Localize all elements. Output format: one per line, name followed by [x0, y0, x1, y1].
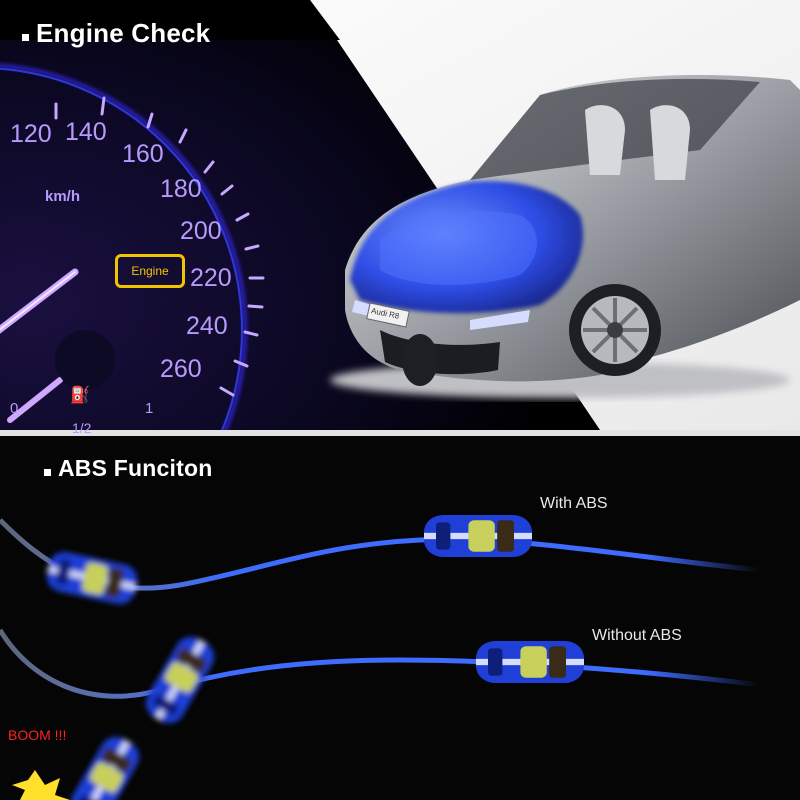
fuel-label-half: 1/2 [72, 420, 92, 436]
gauge-labels: 120 140 160 180 200 220 240 260 km/h Eng… [10, 118, 400, 436]
fuel-label-full: 1 [145, 400, 154, 417]
abs-heading: ABS Funciton [44, 455, 212, 482]
engine-check-title: Engine Check [36, 18, 211, 48]
speed-tick: 200 [180, 217, 222, 245]
car-with-abs [424, 515, 532, 557]
car-illustration [330, 75, 800, 398]
engine-warning-light: Engine [115, 254, 185, 288]
engine-light-label: Engine [131, 264, 169, 278]
boom-label: BOOM !!! [8, 727, 67, 743]
car-without-abs [476, 641, 584, 683]
speed-tick: 140 [65, 118, 107, 146]
fuel-label-empty: 0 [10, 400, 19, 417]
with-abs-label: With ABS [540, 495, 608, 512]
speedometer [0, 64, 265, 596]
speed-tick: 180 [160, 175, 202, 203]
speed-tick: 240 [186, 312, 228, 340]
speed-tick: 260 [160, 355, 202, 383]
speed-tick: 120 [10, 120, 52, 148]
engine-check-heading: Engine Check [22, 18, 210, 49]
fuel-pump-icon: ⛽ [70, 387, 90, 404]
without-abs-label: Without ABS [592, 627, 682, 644]
bullet-icon [44, 469, 51, 476]
speed-tick: 220 [190, 264, 232, 292]
bullet-icon [22, 34, 29, 41]
crash-burst-icon [12, 770, 70, 800]
speed-tick: 160 [122, 140, 164, 168]
without-abs-trajectory [0, 628, 761, 699]
speed-unit: km/h [45, 188, 81, 205]
section-divider [0, 430, 800, 436]
abs-title: ABS Funciton [58, 455, 213, 481]
